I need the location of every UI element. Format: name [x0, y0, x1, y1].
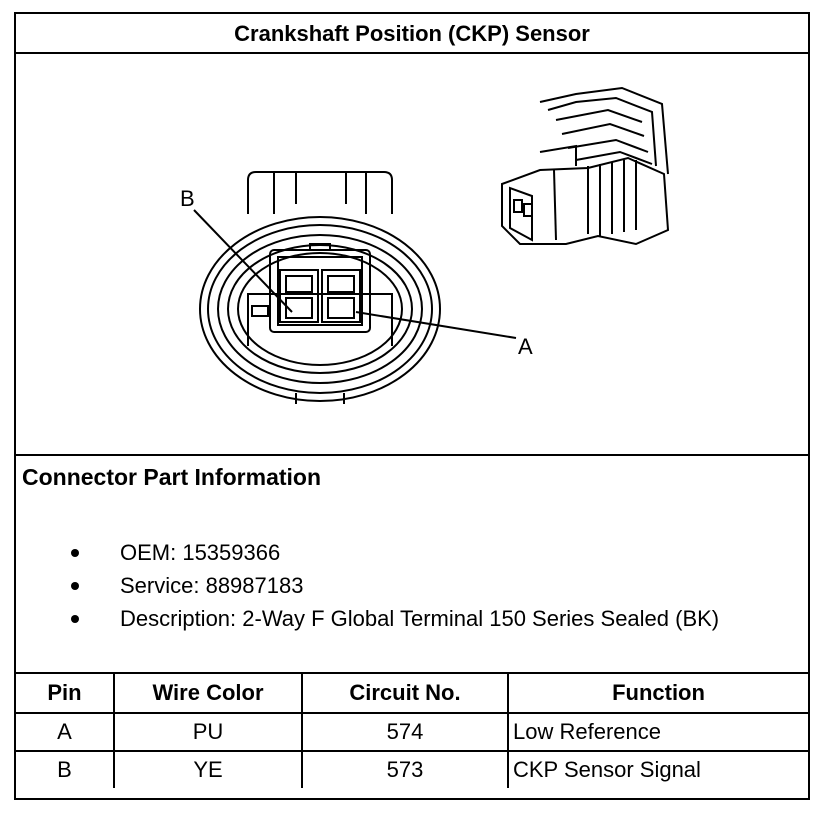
circuit-no-cell: 573 — [301, 750, 509, 788]
function-cell: CKP Sensor Signal — [507, 750, 808, 788]
page-title: Crankshaft Position (CKP) Sensor — [16, 14, 808, 54]
bullet-icon — [71, 582, 79, 590]
bullet-icon — [71, 615, 79, 623]
callout-a-leader — [355, 311, 517, 339]
connector-diagram-sheet: Crankshaft Position (CKP) Sensor — [14, 12, 810, 800]
connector-part-info: Connector Part Information OEM: 15359366… — [16, 456, 808, 674]
service-part-number: Service: 88987183 — [120, 573, 304, 598]
section-heading: Connector Part Information — [22, 464, 322, 490]
pinout-table: Pin Wire Color Circuit No. Function A PU… — [16, 674, 808, 788]
connector-isometric-drawing — [501, 86, 670, 246]
column-header-function: Function — [507, 674, 808, 714]
pin-cell: B — [16, 750, 115, 788]
bullet-icon — [71, 549, 79, 557]
connector-illustration: B A — [180, 86, 670, 404]
callout-a-label: A — [518, 334, 533, 359]
function-cell: Low Reference — [507, 712, 808, 752]
wire-color-cell: PU — [113, 712, 303, 752]
oem-part-number: OEM: 15359366 — [120, 540, 281, 565]
table-row: B YE 573 CKP Sensor Signal — [16, 750, 808, 788]
table-header-row: Pin Wire Color Circuit No. Function — [16, 674, 808, 714]
wire-color-cell: YE — [113, 750, 303, 788]
callout-b-label: B — [180, 186, 195, 211]
column-header-circuit-no: Circuit No. — [301, 674, 509, 714]
column-header-pin: Pin — [16, 674, 115, 714]
connector-description: Description: 2-Way F Global Terminal 150… — [120, 606, 720, 631]
connector-figure: B A — [16, 54, 808, 456]
list-item: Service: 88987183 — [16, 569, 719, 602]
list-item: OEM: 15359366 — [16, 536, 719, 569]
column-header-wire-color: Wire Color — [113, 674, 303, 714]
table-row: A PU 574 Low Reference — [16, 712, 808, 752]
list-item: Description: 2-Way F Global Terminal 150… — [16, 602, 719, 635]
part-info-list: OEM: 15359366 Service: 88987183 Descript… — [16, 536, 719, 635]
callout-b-leader — [193, 209, 293, 313]
pin-cell: A — [16, 712, 115, 752]
circuit-no-cell: 574 — [301, 712, 509, 752]
connector-face-drawing — [199, 171, 441, 404]
